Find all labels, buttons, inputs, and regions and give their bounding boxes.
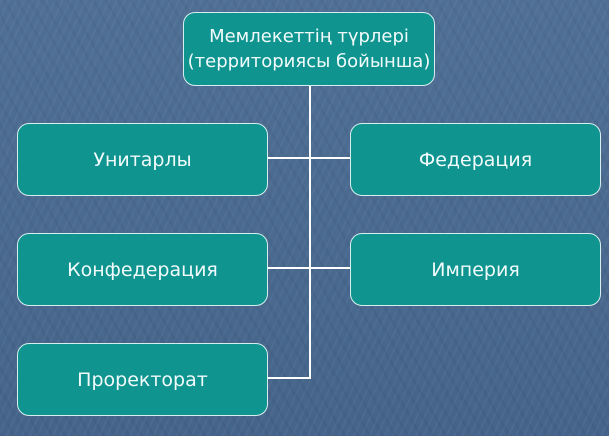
node-protectorate: Проректорат [17, 343, 268, 416]
root-subtitle: (территориясы бойынша) [187, 51, 431, 72]
node-federation: Федерация [350, 123, 601, 196]
node-empire: Империя [350, 233, 601, 306]
root-node: Мемлекеттің түрлері (территориясы бойынш… [183, 12, 435, 86]
node-label: Империя [431, 258, 520, 281]
node-confederation: Конфедерация [17, 233, 268, 306]
node-label: Проректорат [77, 368, 208, 391]
node-unitary: Унитарлы [17, 123, 268, 196]
node-label: Конфедерация [67, 258, 218, 281]
connector-row2 [268, 267, 350, 269]
connector-row3 [268, 377, 311, 379]
connector-row1 [268, 157, 350, 159]
node-label: Федерация [418, 148, 533, 171]
connector-trunk [309, 86, 311, 379]
root-title: Мемлекеттің түрлері [209, 26, 409, 47]
node-label: Унитарлы [93, 148, 192, 171]
